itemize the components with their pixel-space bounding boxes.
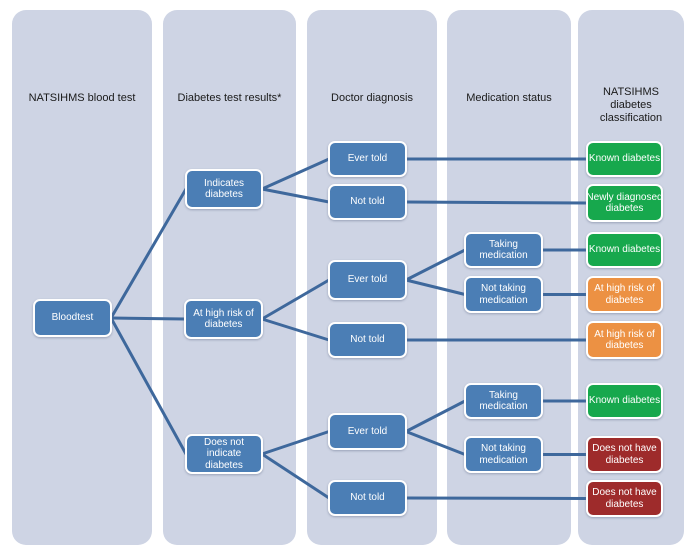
node-taking-med-1: Taking medication — [464, 232, 543, 268]
node-not-told-2: Not told — [328, 322, 407, 358]
column-header-doctor-diagnosis: Doctor diagnosis — [331, 92, 413, 104]
node-not-taking-med-1: Not taking medication — [464, 276, 543, 313]
node-does-not-have-1: Does not have diabetes — [586, 436, 663, 473]
column-header-blood-test: NATSIHMS blood test — [28, 92, 136, 104]
node-does-not-have-2: Does not have diabetes — [586, 480, 663, 517]
node-newly-diagnosed: Newly diagnosed diabetes — [586, 184, 663, 222]
column-header-classification: NATSIHMS diabetes classification — [599, 86, 663, 124]
node-not-taking-med-2: Not taking medication — [464, 436, 543, 473]
node-known-diabetes-1: Known diabetes — [586, 141, 663, 177]
node-not-told-3: Not told — [328, 480, 407, 516]
node-at-high-risk-2: At high risk of diabetes — [586, 321, 663, 359]
node-does-not-indicate: Does not indicate diabetes — [185, 434, 263, 474]
node-indicates: Indicates diabetes — [185, 169, 263, 209]
node-high-risk: At high risk of diabetes — [184, 299, 263, 339]
node-not-told-1: Not told — [328, 184, 407, 220]
node-known-diabetes-3: Known diabetes — [586, 383, 663, 419]
node-taking-med-2: Taking medication — [464, 383, 543, 419]
node-known-diabetes-2: Known diabetes — [586, 232, 663, 268]
column-header-test-results: Diabetes test results* — [177, 92, 282, 104]
column-blood-test: NATSIHMS blood test — [12, 10, 152, 545]
node-ever-told-1: Ever told — [328, 141, 407, 177]
node-at-high-risk-1: At high risk of diabetes — [586, 276, 663, 313]
column-header-medication-status: Medication status — [466, 92, 552, 104]
node-bloodtest: Bloodtest — [33, 299, 112, 337]
node-ever-told-2: Ever told — [328, 260, 407, 300]
node-ever-told-3: Ever told — [328, 413, 407, 450]
